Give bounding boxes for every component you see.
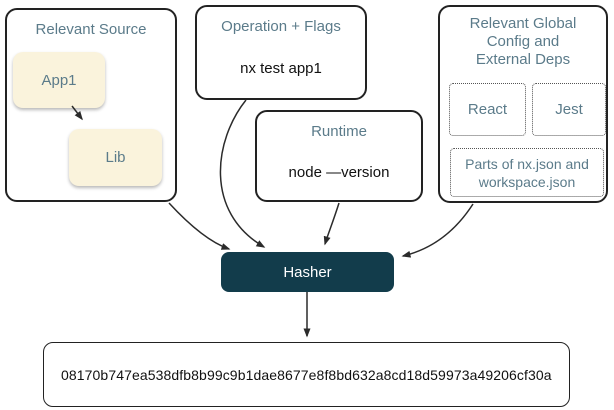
- global-config-title: Relevant Global Config and External Deps: [440, 7, 606, 69]
- relevant-source-title: Relevant Source: [35, 21, 147, 38]
- arrow-runtime-to-hasher: [323, 202, 340, 246]
- runtime-group: Runtime node —version: [255, 110, 423, 202]
- global-config-group: Relevant Global Config and External Deps…: [438, 5, 608, 203]
- hash-output-box: 08170b747ea538dfb8b99c9b1dae8677e8f8bd63…: [43, 342, 570, 407]
- arrow-global-to-hasher: [401, 203, 474, 258]
- node-lib: Lib: [69, 129, 162, 186]
- node-app1: App1: [13, 52, 105, 108]
- runtime-title: Runtime: [311, 123, 367, 140]
- node-app1-label: App1: [41, 71, 77, 89]
- node-config-files: Parts of nx.json and workspace.json: [450, 148, 604, 197]
- global-config-title-line3: External Deps: [475, 51, 571, 68]
- node-react-label: React: [467, 101, 508, 118]
- relevant-source-group: Relevant Source App1 Lib: [5, 8, 177, 202]
- operation-command: nx test app1: [240, 60, 322, 77]
- node-jest: Jest: [532, 83, 606, 136]
- node-lib-label: Lib: [105, 149, 126, 166]
- runtime-command: node —version: [288, 164, 390, 181]
- node-jest-label: Jest: [555, 101, 583, 118]
- hash-output-value: 08170b747ea538dfb8b99c9b1dae8677e8f8bd63…: [61, 366, 552, 383]
- hasher-node: Hasher: [221, 252, 394, 292]
- hasher-label: Hasher: [283, 263, 332, 281]
- node-react: React: [449, 83, 526, 136]
- global-config-title-line2: Config and: [486, 33, 560, 50]
- node-config-files-label: Parts of nx.json and workspace.json: [465, 155, 589, 190]
- arrow-source-to-hasher: [168, 202, 231, 250]
- global-config-title-line1: Relevant Global: [469, 15, 577, 32]
- operation-flags-title: Operation + Flags: [221, 18, 341, 35]
- operation-flags-group: Operation + Flags nx test app1: [195, 5, 367, 100]
